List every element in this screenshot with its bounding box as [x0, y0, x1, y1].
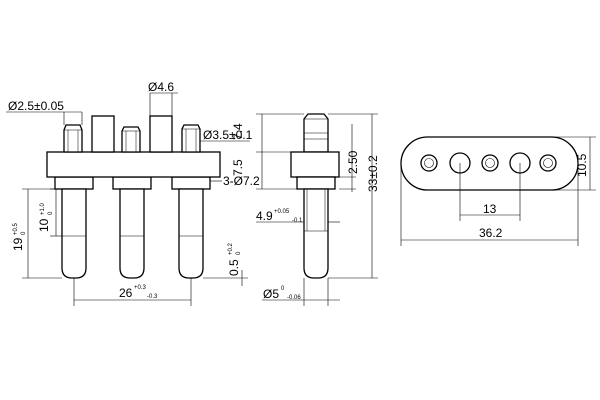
- front-pin-right: [171, 176, 211, 279]
- neck-tol-lo: -0.1: [292, 218, 303, 224]
- side-collar: [296, 176, 336, 190]
- total-height-label: 33±0.2: [366, 155, 380, 192]
- tip-dia-label: Ø3.5±0.1: [203, 128, 253, 142]
- front-tip-2: [121, 126, 141, 153]
- gap-tol-lo: 0: [236, 251, 242, 255]
- len-10-tol-lo: 0: [48, 211, 54, 215]
- top-hole-1: [420, 154, 438, 172]
- front-tip-3: [181, 124, 201, 153]
- dim-tip-dia: Ø3.5±0.1: [200, 128, 253, 142]
- dim-len-19: 19 +0.5 0: [11, 188, 62, 279]
- shaft-tol-lo: -0.06: [287, 295, 301, 301]
- dim-width: 10.5: [428, 136, 596, 191]
- side-tip: [303, 113, 329, 153]
- h74-label: 7.4: [231, 123, 245, 140]
- dim-spacing: 13: [459, 163, 521, 221]
- width-label: 10.5: [575, 153, 589, 177]
- len-19-label: 19: [11, 237, 25, 251]
- dim-hole-dia: Ø2.5±0.05: [6, 99, 83, 125]
- pitch-label: 26: [119, 286, 133, 300]
- dim-neck: 4.9 +0.05 -0.1: [256, 209, 340, 224]
- len-19-tol-hi: +0.5: [13, 222, 19, 235]
- side-body: [290, 151, 340, 178]
- dim-pin-body: 3-Ø7.2: [210, 174, 260, 188]
- side-view: 7.4 7.5 2.50 33±0.2 4.9 +0.05 -0.1: [231, 113, 380, 306]
- dim-h75: 7.5: [231, 152, 297, 190]
- pin-body-label: 3-Ø7.2: [223, 174, 260, 188]
- dim-total: 33±0.2: [328, 113, 380, 279]
- pitch-tol-lo: -0.3: [147, 294, 158, 300]
- dim-pin-dia: Ø4.6: [148, 80, 178, 116]
- dim-length: 36.2: [400, 163, 579, 246]
- neck-label: 4.9: [256, 209, 273, 223]
- front-pin-middle: [112, 176, 152, 279]
- top-outline: [400, 136, 579, 191]
- length-label: 36.2: [479, 226, 503, 240]
- pin-dia-label: Ø4.6: [148, 80, 174, 94]
- hole-dia-label: Ø2.5±0.05: [8, 99, 64, 113]
- dim-shaft: Ø5 0 -0.06: [262, 278, 340, 306]
- front-view: Ø2.5±0.05 Ø4.6 Ø3.5±0.1 3-Ø7.2 10 +1.0 0: [6, 80, 260, 306]
- front-stud-2: [149, 115, 173, 153]
- top-hole-5: [539, 154, 557, 172]
- front-tip-1: [63, 124, 83, 153]
- front-pin-left: [54, 176, 94, 279]
- dim-pitch: 26 +0.3 -0.3: [73, 278, 192, 306]
- len-10-tol-hi: +1.0: [40, 202, 46, 215]
- dim-h250: 2.50: [339, 124, 360, 192]
- shaft-tol-hi: 0: [281, 286, 285, 292]
- front-stud-1: [91, 115, 115, 153]
- len-19-tol-lo: 0: [21, 231, 27, 235]
- gap-label: 0.5: [227, 259, 241, 276]
- dim-len-10: 10 +1.0 0: [37, 188, 62, 237]
- neck-tol-hi: +0.05: [274, 209, 290, 215]
- dim-h74: 7.4: [231, 113, 304, 153]
- h250-label: 2.50: [346, 150, 360, 174]
- h75-label: 7.5: [231, 159, 245, 176]
- spacing-label: 13: [483, 202, 497, 216]
- side-shaft: [303, 188, 329, 279]
- dim-gap: 0.5 +0.2 0: [203, 242, 248, 286]
- shaft-label: Ø5: [263, 287, 279, 301]
- top-hole-3: [481, 154, 499, 172]
- front-body: [46, 151, 221, 178]
- len-10-label: 10: [37, 218, 51, 232]
- pitch-tol-hi: +0.3: [134, 285, 147, 291]
- gap-tol-hi: +0.2: [228, 242, 234, 255]
- top-view: 13 36.2 10.5: [400, 136, 596, 246]
